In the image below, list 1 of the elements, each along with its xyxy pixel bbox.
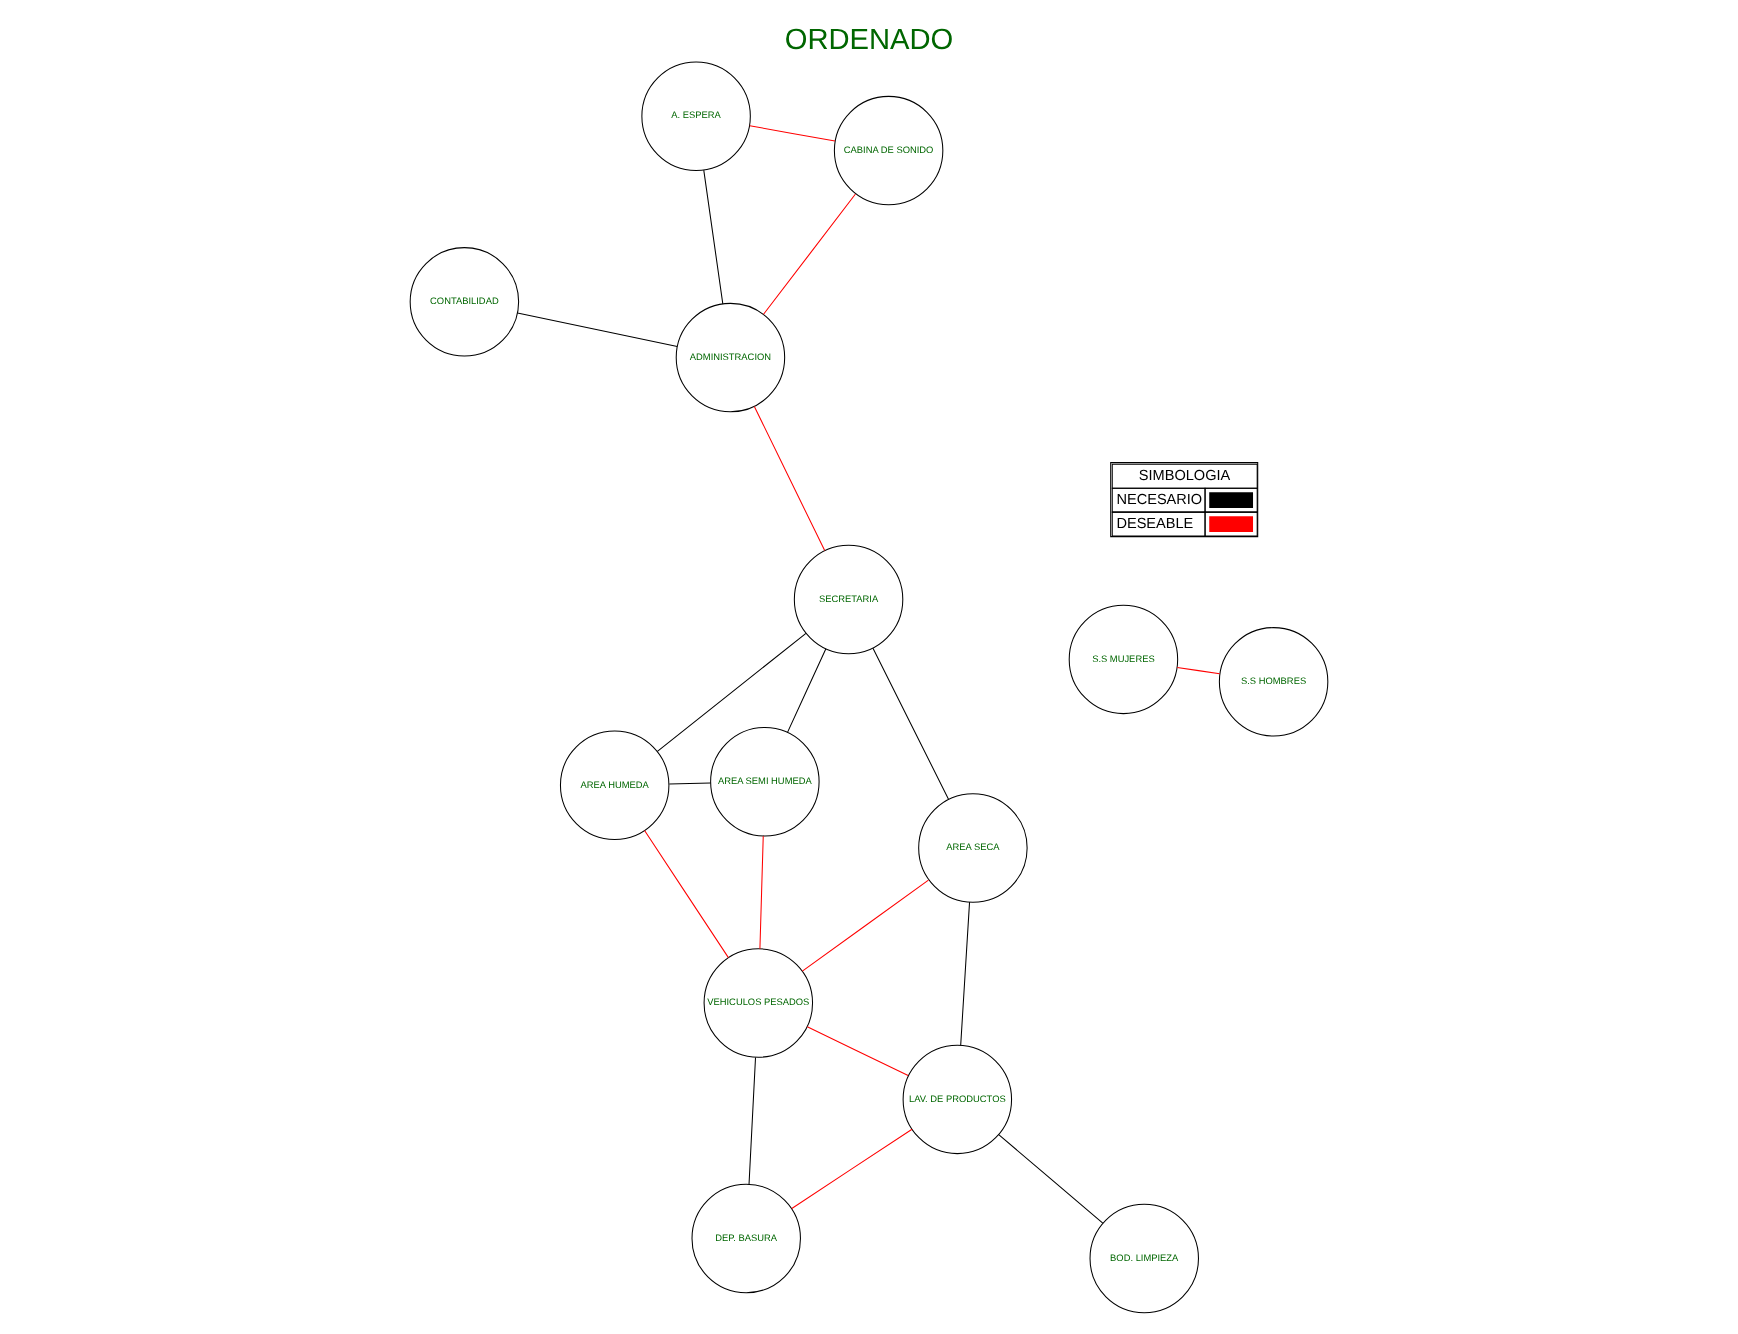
- diagram-title: ORDENADO: [784, 24, 954, 57]
